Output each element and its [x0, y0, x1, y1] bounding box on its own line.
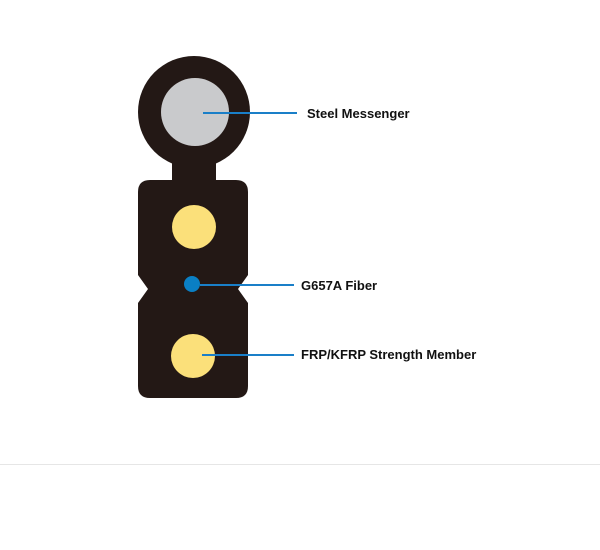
g657a-fiber [184, 276, 200, 292]
fiber-label: G657A Fiber [301, 278, 377, 293]
steel-messenger-core [161, 78, 229, 146]
messenger-label: Steel Messenger [307, 106, 410, 121]
strength-member-lower [171, 334, 215, 378]
strength-member-upper [172, 205, 216, 249]
strength-member-label: FRP/KFRP Strength Member [301, 347, 476, 362]
bottom-divider [0, 464, 600, 465]
